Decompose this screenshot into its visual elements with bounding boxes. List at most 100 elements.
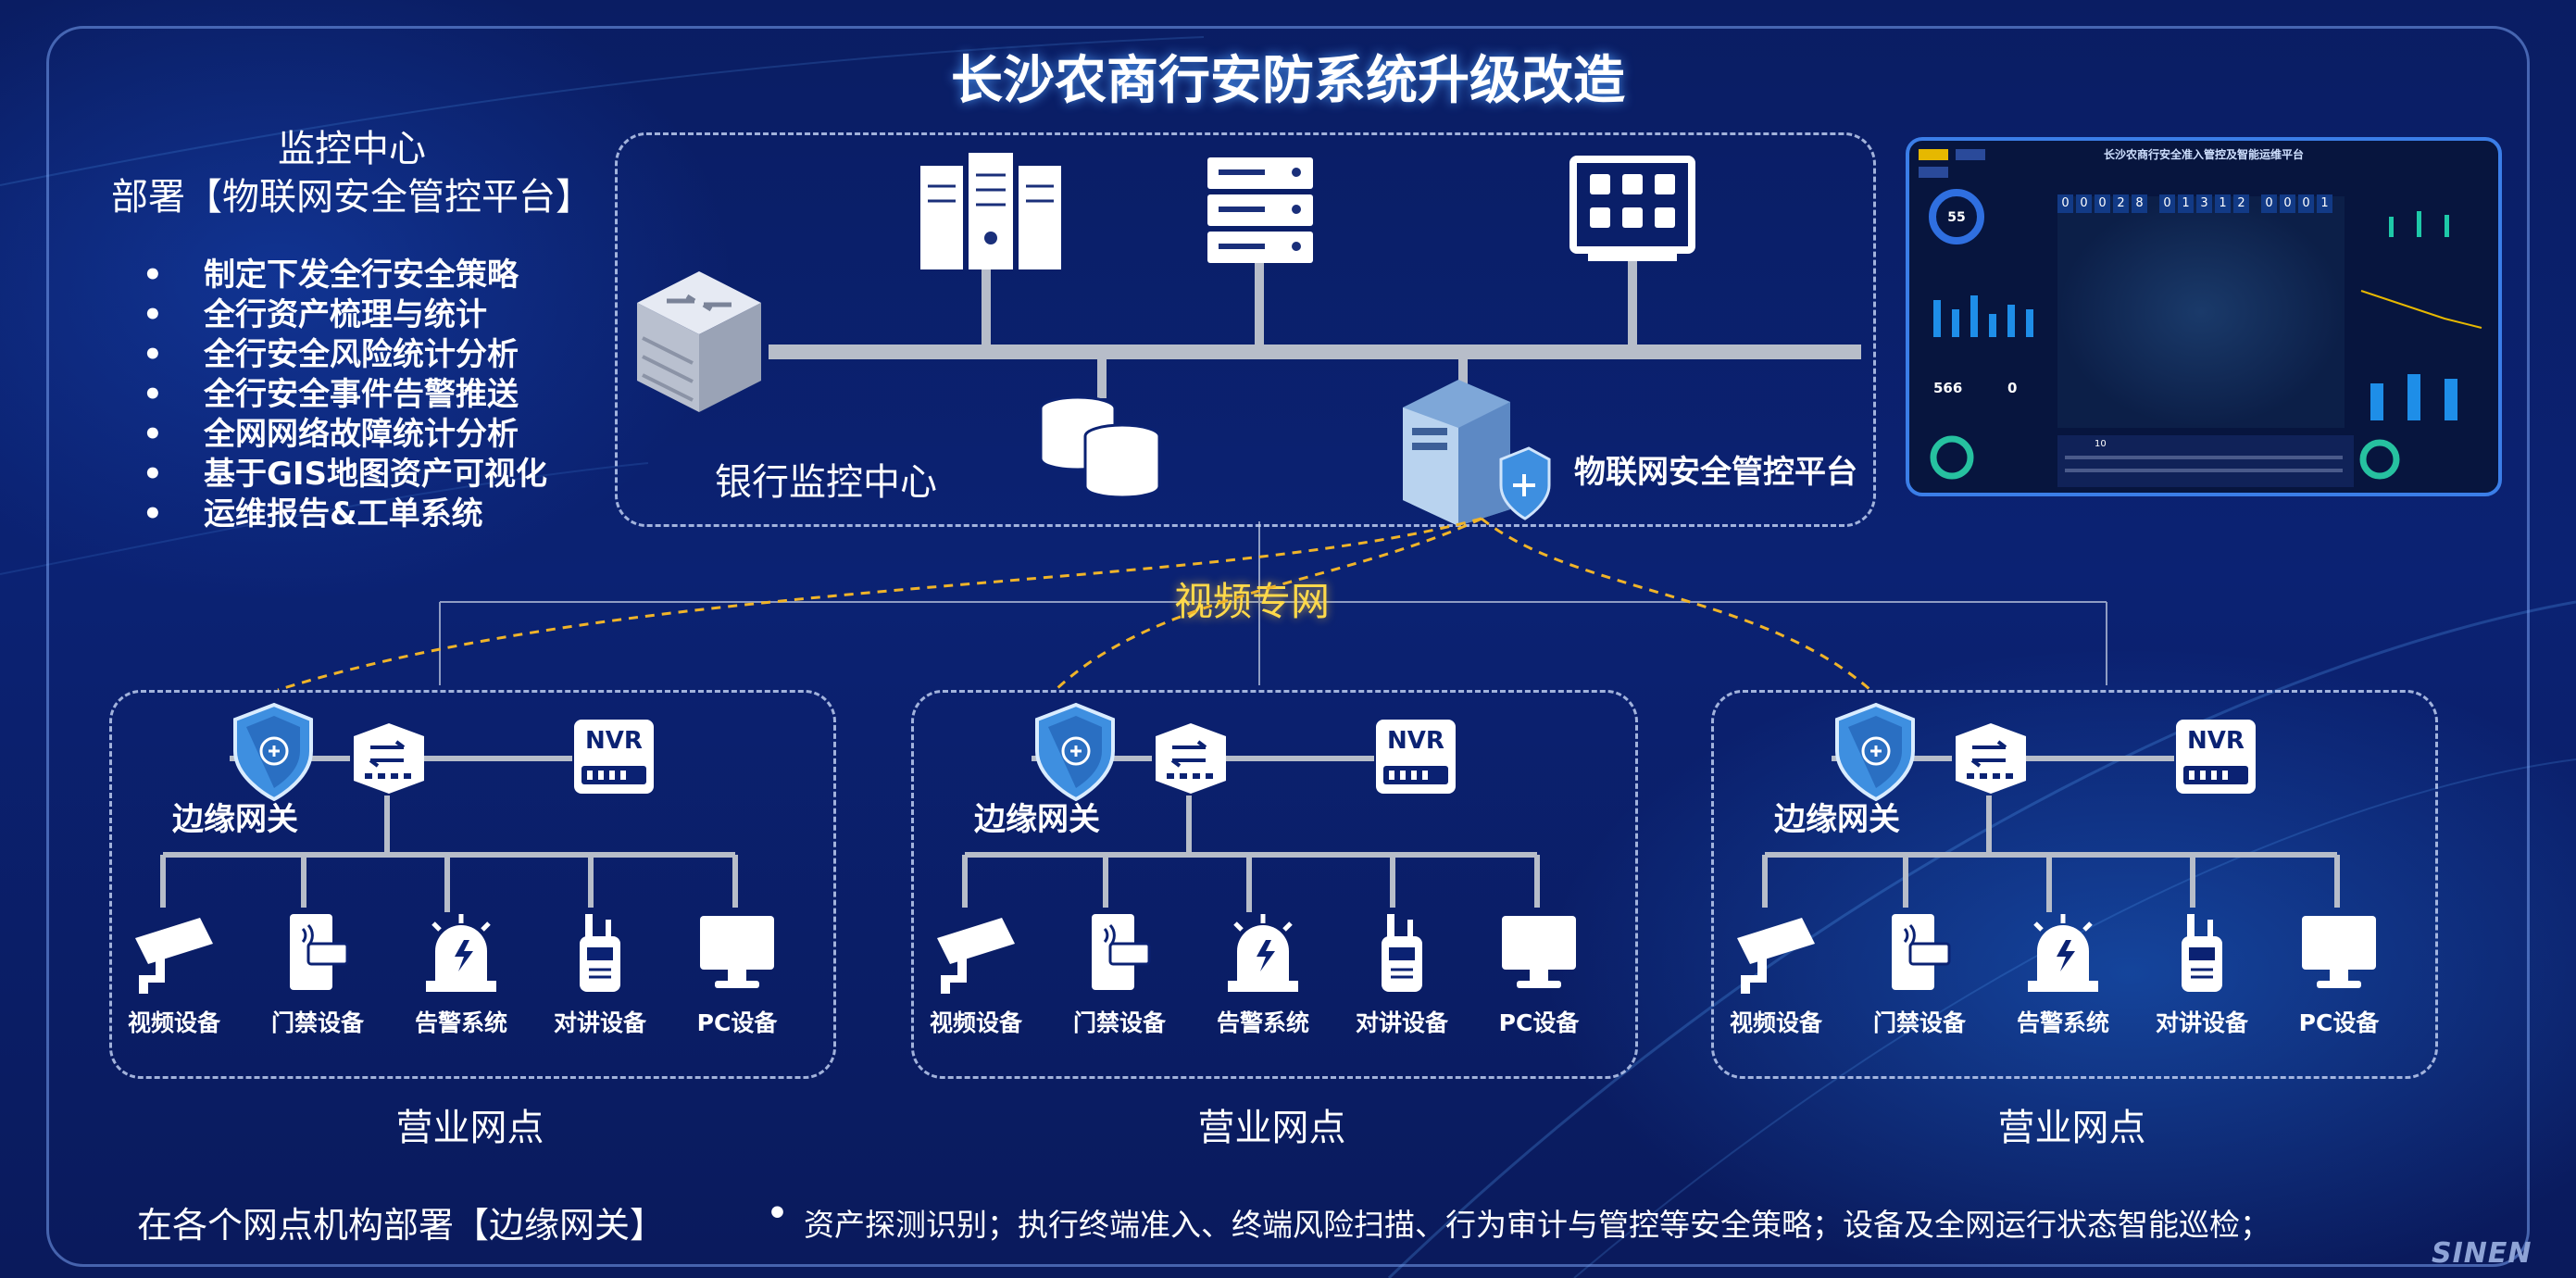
counter-digit: 0 [2095, 194, 2110, 213]
nvr-device-icon: NVR [1374, 718, 1457, 796]
dashboard-title: 长沙农商行安全准入管控及智能运维平台 [2103, 148, 2304, 161]
dashboard-tabs [1919, 146, 2020, 178]
video-camera-icon [1730, 910, 1822, 994]
network-switch-icon [1956, 723, 2026, 794]
device-label: 视频设备 [127, 1009, 220, 1036]
dashboard-alert-count: 10 [2095, 439, 2107, 449]
footer-capabilities: 资产探测识别；执行终端准入、终端风险扫描、行为审计与管控等安全策略；设备及全网运… [804, 1207, 2270, 1243]
video-wall-icon [1569, 156, 1695, 261]
branch-site-3: NVR 边缘网关视频设备 门禁设备 告警系统 对讲设备 PC设备营业网点 [1711, 690, 2438, 1149]
counter-digit: 0 [2280, 194, 2295, 213]
edge-gateway-shield-icon [1035, 702, 1115, 801]
device-label: 告警系统 [414, 1009, 507, 1036]
video-camera-icon [930, 910, 1022, 994]
device-label: 对讲设备 [2155, 1009, 2248, 1036]
device-label: 视频设备 [929, 1009, 1022, 1036]
edge-gateway-label: 边缘网关 [974, 801, 1100, 838]
counter-digit: 1 [2215, 194, 2231, 213]
nvr-device-icon: NVR [572, 718, 656, 796]
database-icon [1039, 395, 1161, 499]
alarm-light-icon [2017, 910, 2109, 994]
dashboard-preview: 长沙农商行安全准入管控及智能运维平台 55 566 0 0 0 0 2 8 0 … [1906, 137, 2502, 496]
nvr-label: NVR [585, 727, 643, 755]
branch-area-label: 营业网点 [1997, 1107, 2146, 1149]
bank-monitor-center-label: 银行监控中心 [715, 461, 937, 504]
nvr-label: NVR [1387, 727, 1444, 755]
intercom-radio-icon [2156, 910, 2248, 994]
tower-servers-icon [920, 153, 1061, 269]
bullet-item: 基于GIS地图资产可视化 [139, 455, 547, 495]
counter-digit: 1 [2317, 194, 2332, 213]
device-label: 门禁设备 [1072, 1009, 1166, 1036]
alarm-light-icon [415, 910, 507, 994]
device-label: 门禁设备 [270, 1009, 364, 1036]
pc-monitor-icon [691, 910, 783, 994]
outer-frame [46, 26, 2530, 1267]
counter-digit: 3 [2196, 194, 2212, 213]
intercom-radio-icon [1356, 910, 1448, 994]
dashboard-right-panel [2352, 170, 2491, 485]
device-label: 告警系统 [1216, 1009, 1309, 1036]
branch-wiring [160, 756, 738, 912]
network-switch-icon [354, 723, 424, 794]
edge-gateway-shield-icon [233, 702, 313, 801]
bullet-item: 全行资产梳理与统计 [139, 295, 547, 335]
counter-digit: 0 [2298, 194, 2314, 213]
brand-watermark: SINEN [2432, 1237, 2532, 1270]
device-label: 对讲设备 [553, 1009, 646, 1036]
bullet-item: 运维报告&工单系统 [139, 495, 547, 534]
monitor-center-bullets: 制定下发全行安全策略 全行资产梳理与统计 全行安全风险统计分析 全行安全事件告警… [139, 256, 547, 534]
monitor-center-subheading: 部署【物联网安全管控平台】 [111, 176, 593, 219]
dashboard-map [2057, 196, 2345, 428]
branch-box [1711, 690, 2438, 1079]
intercom-radio-icon [554, 910, 646, 994]
bullet-item: 全行安全风险统计分析 [139, 335, 547, 375]
counter-digit: 8 [2132, 194, 2147, 213]
device-label: 对讲设备 [1355, 1009, 1448, 1036]
dashboard-counter: 0 0 0 2 8 0 1 3 1 2 0 0 0 1 [2057, 194, 2354, 217]
device-label: PC设备 [2298, 1009, 2380, 1036]
monitor-center-heading: 监控中心 [278, 128, 426, 170]
device-label: 门禁设备 [1872, 1009, 1966, 1036]
nvr-device-icon: NVR [2174, 718, 2257, 796]
footer-deploy-note: 在各个网点机构部署【边缘网关】 [137, 1205, 666, 1246]
alarm-light-icon [1217, 910, 1309, 994]
counter-digit: 0 [2076, 194, 2092, 213]
rack-server-icon [1207, 157, 1313, 263]
edge-gateway-label: 边缘网关 [172, 801, 298, 838]
edge-gateway-label: 边缘网关 [1774, 801, 1900, 838]
dashboard-stat-a: 566 [1933, 380, 1962, 396]
access-control-icon [1073, 910, 1166, 994]
video-camera-icon [128, 910, 220, 994]
counter-digit: 0 [2261, 194, 2277, 213]
access-control-icon [1873, 910, 1966, 994]
counter-digit: 2 [2233, 194, 2249, 213]
bullet-item: 制定下发全行安全策略 [139, 256, 547, 295]
iot-platform-label: 物联网安全管控平台 [1574, 454, 1857, 491]
branch-box [911, 690, 1638, 1079]
video-network-label: 视频专网 [1174, 579, 1331, 624]
counter-digit: 0 [2159, 194, 2175, 213]
pc-monitor-icon [2293, 910, 2385, 994]
branch-site-1: NVR 边缘网关视频设备 门禁设备 告警系统 对讲设备 PC设备营业网点 [109, 690, 836, 1149]
bullet-item: 全行安全事件告警推送 [139, 375, 547, 415]
counter-digit: 1 [2178, 194, 2194, 213]
bullet-item: 全网网络故障统计分析 [139, 415, 547, 455]
branch-area-label: 营业网点 [395, 1107, 544, 1149]
pc-monitor-icon [1493, 910, 1585, 994]
device-label: 视频设备 [1729, 1009, 1822, 1036]
counter-digit: 0 [2057, 194, 2073, 213]
branch-area-label: 营业网点 [1197, 1107, 1346, 1149]
router-icon [637, 271, 761, 412]
device-label: 告警系统 [2016, 1009, 2109, 1036]
footer-bullet-mark: • [767, 1195, 789, 1233]
device-label: PC设备 [696, 1009, 778, 1036]
dashboard-gauge-value: 55 [1947, 210, 1965, 225]
counter-digit: 2 [2113, 194, 2129, 213]
edge-gateway-shield-icon [1835, 702, 1915, 801]
